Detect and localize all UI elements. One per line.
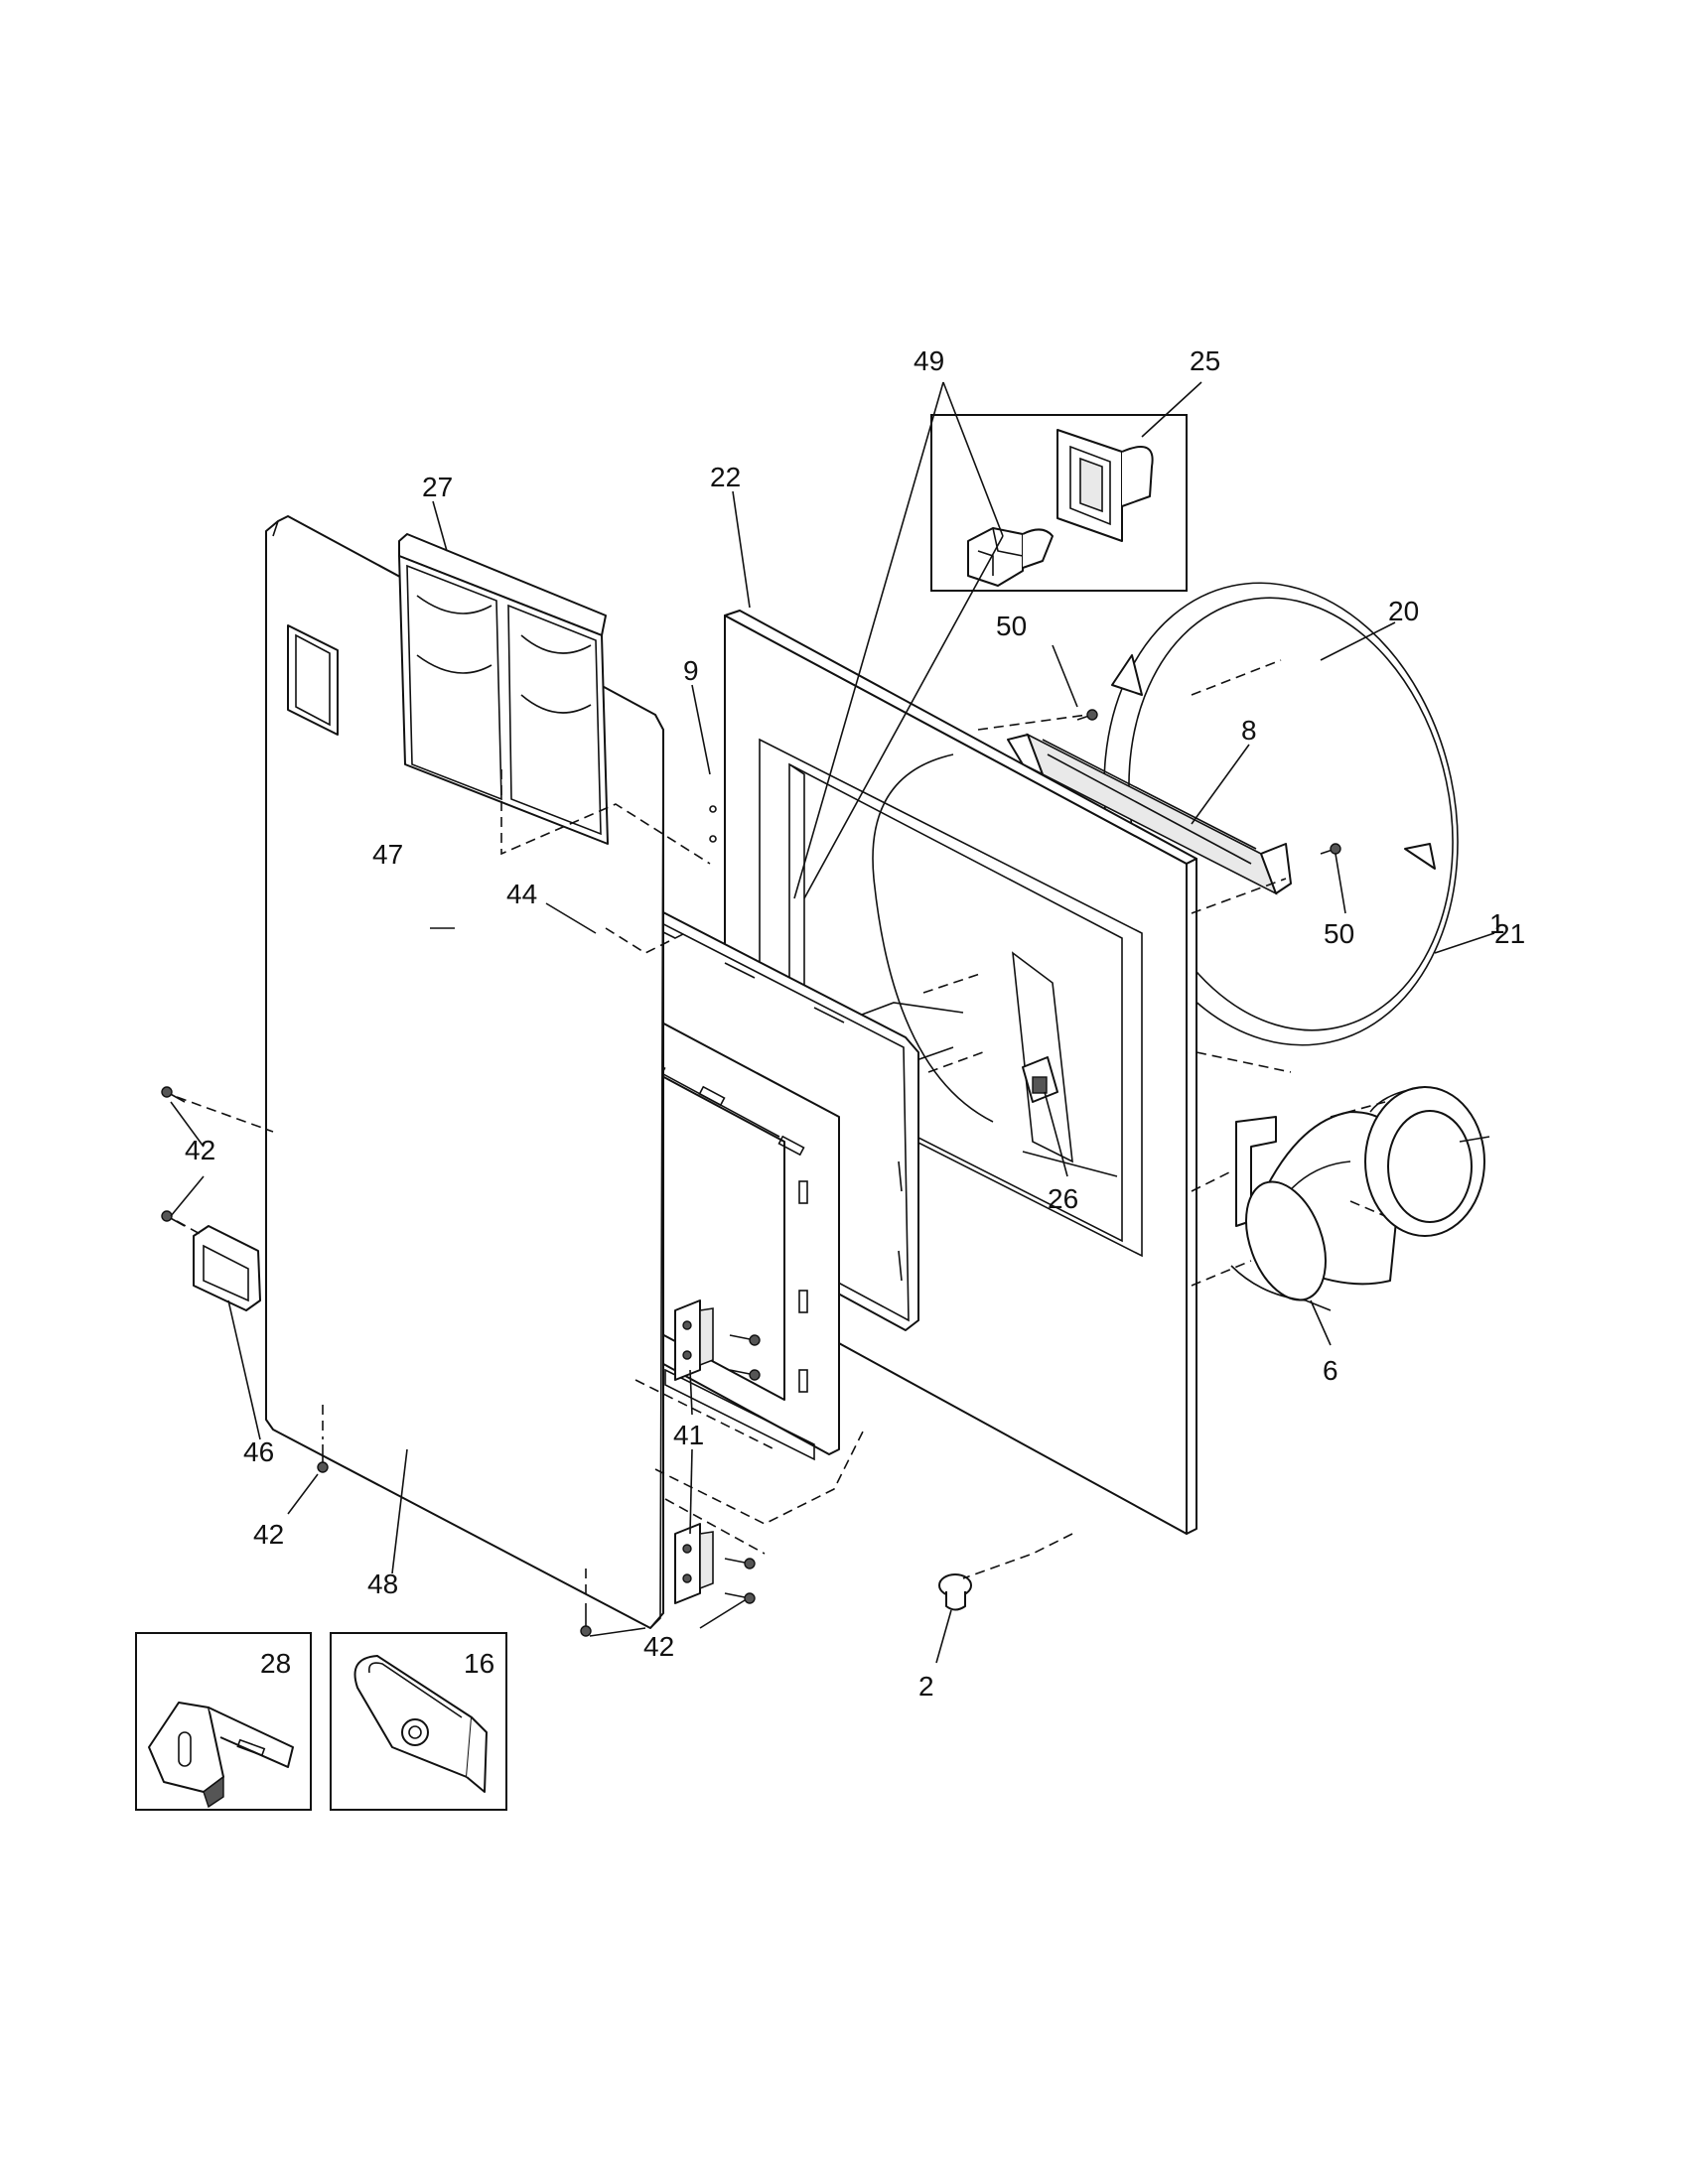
callout-48: 48 <box>367 1569 398 1599</box>
callout-6: 6 <box>1323 1355 1338 1386</box>
bearing-ring <box>1364 1086 1485 1237</box>
inset-part-16 <box>330 1632 507 1811</box>
callout-41: 41 <box>673 1420 704 1450</box>
callout-46: 46 <box>243 1436 274 1467</box>
callout-42-bottom: 42 <box>253 1519 284 1550</box>
callout-8: 8 <box>1241 715 1257 746</box>
callout-47: 47 <box>372 839 403 870</box>
door-switch <box>1022 1056 1058 1103</box>
leader-lines <box>170 381 1495 1664</box>
callout-27: 27 <box>422 472 453 502</box>
callout-9: 9 <box>683 655 699 686</box>
latch-detail-inset <box>930 414 1188 592</box>
door-hinge-lower <box>674 1523 714 1604</box>
callout-50-lower: 50 <box>1324 918 1354 949</box>
callout-28: 28 <box>260 1648 291 1679</box>
callout-44: 44 <box>506 879 537 909</box>
door-strike <box>938 1573 972 1611</box>
callout-22: 22 <box>710 462 741 492</box>
callout-42-hinge: 42 <box>643 1631 674 1662</box>
callout-2: 2 <box>918 1671 934 1702</box>
lint-filter <box>398 533 609 845</box>
callout-25: 25 <box>1190 345 1220 376</box>
door-handle <box>193 1225 261 1311</box>
door-hinge-upper <box>674 1299 714 1381</box>
callout-26: 26 <box>1048 1183 1078 1214</box>
inset-part-28 <box>135 1632 312 1811</box>
drum-seal-ring <box>1103 582 1459 1046</box>
callout-50-upper: 50 <box>996 611 1027 641</box>
callout-labels: 1 2 6 8 9 16 20 21 22 25 26 27 28 41 42 … <box>185 345 1525 1702</box>
callout-21: 21 <box>1494 918 1525 949</box>
exhaust-duct <box>1230 1111 1403 1311</box>
callout-16: 16 <box>464 1648 494 1679</box>
callout-20: 20 <box>1388 596 1419 626</box>
assembly-lines <box>176 659 1386 1598</box>
callout-49: 49 <box>914 345 944 376</box>
front-panel <box>724 610 1197 1535</box>
lint-duct <box>1007 733 1292 895</box>
callout-1: 1 <box>1489 908 1505 939</box>
callout-42-left: 42 <box>185 1135 215 1165</box>
